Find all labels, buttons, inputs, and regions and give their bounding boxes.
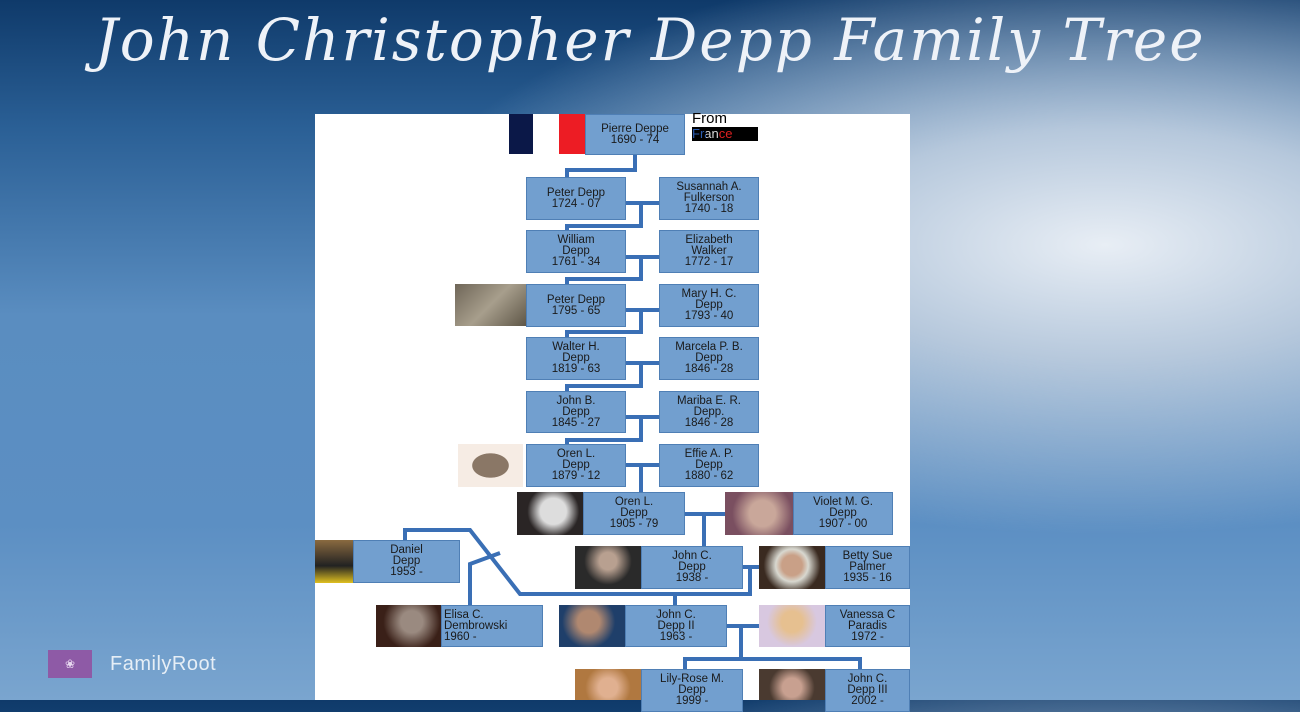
connector	[683, 624, 862, 669]
portrait-photo	[575, 546, 641, 589]
portrait-photo	[376, 605, 441, 647]
portrait-photo	[559, 605, 625, 647]
connector	[685, 512, 725, 546]
portrait-photo	[458, 444, 523, 487]
tree-icon: ❀	[48, 650, 92, 678]
brand: ❀ FamilyRoot	[48, 650, 216, 678]
from-label: From	[692, 110, 727, 127]
page-title: John Christopher Depp Family Tree	[94, 6, 1206, 74]
connector	[565, 361, 659, 391]
portrait-photo	[455, 284, 526, 326]
person-mariba: Mariba E. R. Depp.1846 - 28	[659, 391, 759, 433]
portrait-photo	[315, 540, 353, 583]
portrait-photo	[759, 546, 825, 589]
portrait-photo	[759, 605, 825, 647]
portrait-photo	[725, 492, 793, 535]
connector	[565, 155, 637, 177]
connector	[565, 255, 659, 284]
brand-name: FamilyRoot	[110, 652, 217, 675]
connector	[565, 415, 659, 444]
portrait-photo	[759, 669, 825, 700]
portrait-photo	[575, 669, 641, 700]
france-label: France	[692, 127, 758, 141]
france-flag	[509, 114, 585, 154]
connector	[565, 308, 659, 337]
connector	[403, 528, 759, 596]
connector	[468, 551, 501, 605]
connector	[565, 201, 659, 230]
connector	[626, 463, 659, 492]
portrait-photo	[517, 492, 583, 535]
